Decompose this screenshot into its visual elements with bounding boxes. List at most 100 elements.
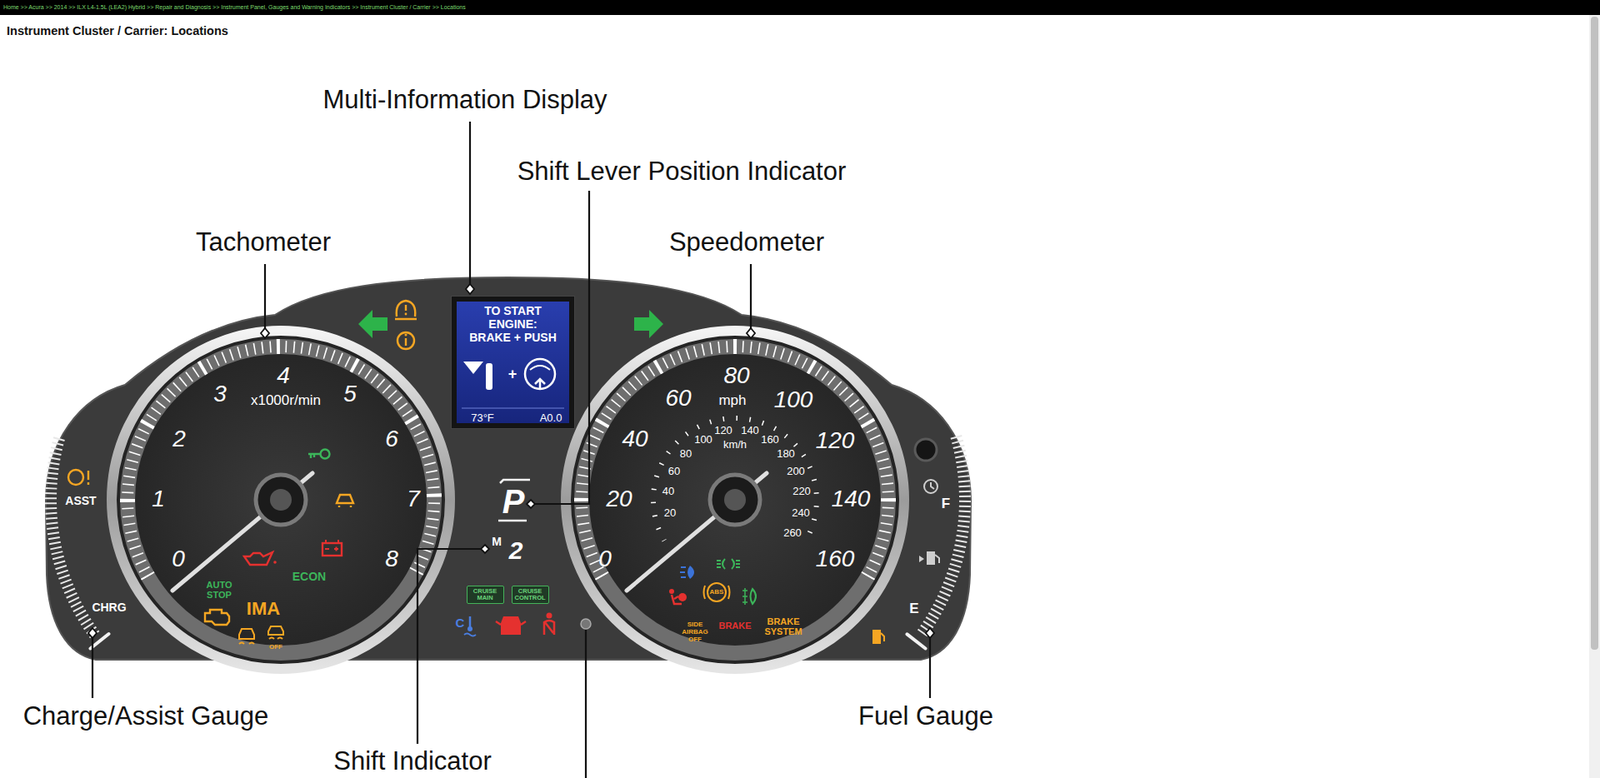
warning-icons — [68, 470, 84, 485]
callout-label: Shift Lever Position Indicator — [517, 157, 847, 186]
scale-number: 220 — [792, 485, 811, 498]
leader-lines — [417, 549, 482, 745]
warning-icons — [742, 588, 748, 605]
scale-number: 5 — [343, 381, 357, 408]
leader-lines — [929, 636, 931, 699]
leader-ends — [746, 328, 755, 339]
scale-number: 140 — [831, 486, 871, 513]
warning-icons — [544, 620, 555, 635]
display-icons — [535, 379, 545, 390]
leader-lines — [469, 121, 471, 286]
warning-icons — [546, 613, 553, 620]
leader-lines — [91, 636, 94, 699]
indicator-text: BRAKE SYSTEM — [760, 616, 807, 637]
scale-number: 20 — [605, 486, 632, 513]
indicator-text: C — [455, 616, 465, 631]
speedometer-dial — [570, 335, 900, 665]
scale-number: 180 — [776, 448, 795, 460]
scrollbar — [1590, 16, 1599, 650]
unit-label: km/h — [723, 439, 747, 451]
warning-icons — [495, 621, 526, 625]
indicator-text: CRUISE CONTROL — [515, 588, 546, 603]
scale-number: 140 — [740, 425, 760, 437]
warning-icons — [880, 633, 885, 642]
leader-ends — [925, 628, 935, 639]
tachometer-dial — [111, 330, 450, 670]
warning-icons — [872, 630, 881, 645]
indicator-text: BRAKE — [718, 620, 751, 631]
warning-icons — [405, 313, 408, 316]
shift-position-frame — [498, 480, 530, 521]
warning-icons — [320, 450, 330, 460]
display-icons — [525, 359, 555, 390]
side-gauge-scales — [920, 436, 965, 635]
leader-lines — [92, 121, 930, 778]
indicator-box: CRUISE MAIN — [466, 585, 505, 605]
indicator-text: IMA — [246, 599, 280, 620]
page-title: Instrument Cluster / Carrier: Locations — [6, 24, 229, 39]
warning-icons — [325, 540, 339, 552]
gauge-label: ASST — [65, 495, 96, 508]
warning-icons — [930, 482, 935, 490]
display-text: TO START ENGINE: BRAKE + PUSH — [468, 304, 559, 345]
warning-icons — [336, 495, 354, 508]
warning-icons — [500, 616, 521, 635]
warning-icons — [273, 560, 277, 565]
unit-label: x1000r/min — [250, 393, 321, 410]
scale-number: 60 — [665, 385, 691, 412]
scale-number: 120 — [714, 425, 733, 437]
warning-icons — [926, 551, 935, 565]
warning-icons — [308, 454, 320, 459]
warning-icons — [924, 480, 938, 494]
warning-icons — [239, 629, 255, 645]
scale-number: 3 — [213, 381, 227, 408]
warning-icons — [205, 610, 230, 625]
side-gauge-scales — [50, 436, 95, 635]
display-text: A0.0 — [540, 411, 563, 425]
warning-icons — [919, 555, 925, 563]
scale-number: 4 — [276, 363, 290, 390]
speedometer-dial — [653, 418, 817, 544]
warning-icons — [669, 589, 675, 595]
indicator-text: CRUISE MAIN — [470, 588, 501, 603]
scrollbar — [1589, 15, 1600, 778]
speedometer-dial — [724, 489, 746, 511]
warning-icons — [467, 626, 473, 632]
warning-icons — [395, 300, 417, 320]
scale-number: 80 — [723, 363, 750, 390]
tachometer-dial — [270, 489, 292, 511]
shift-mode: M — [491, 535, 502, 549]
scale-number: 40 — [621, 426, 648, 453]
tachometer-dial — [127, 346, 435, 577]
unit-label: mph — [718, 393, 746, 410]
scrollbar — [1589, 15, 1600, 778]
warning-icons — [707, 583, 726, 602]
scale-number: 0 — [171, 546, 185, 573]
scale-number: 200 — [786, 465, 805, 478]
callout-label: Multi-Information Display — [322, 85, 607, 115]
display-screen: TO START ENGINE: BRAKE + PUSH+73°FA0.0 — [451, 296, 575, 429]
warning-icons — [935, 555, 940, 564]
warning-icons — [716, 559, 740, 570]
warning-icons — [405, 305, 407, 311]
gauge-label: E — [909, 601, 919, 618]
gauge-label: F — [941, 496, 950, 513]
scale-number: 0 — [598, 546, 612, 573]
display-icons — [461, 408, 565, 410]
warning-icons — [405, 338, 407, 346]
scale-number: 40 — [662, 485, 675, 498]
shift-position: P — [502, 483, 525, 520]
callout-label: Tachometer — [195, 228, 331, 257]
indicator-text: OFF — [269, 644, 283, 652]
warning-icons — [704, 585, 730, 600]
warning-icons — [678, 593, 687, 602]
leader-ends — [465, 284, 475, 295]
turn-signal-arrows — [634, 310, 664, 339]
warning-icons — [397, 332, 415, 350]
warning-icons — [268, 626, 284, 640]
shift-position-frame — [498, 480, 530, 521]
speedometer-dial — [626, 473, 767, 591]
leader-ends — [260, 328, 270, 339]
gear-number: 2 — [509, 536, 524, 565]
leader-ends — [526, 500, 535, 509]
